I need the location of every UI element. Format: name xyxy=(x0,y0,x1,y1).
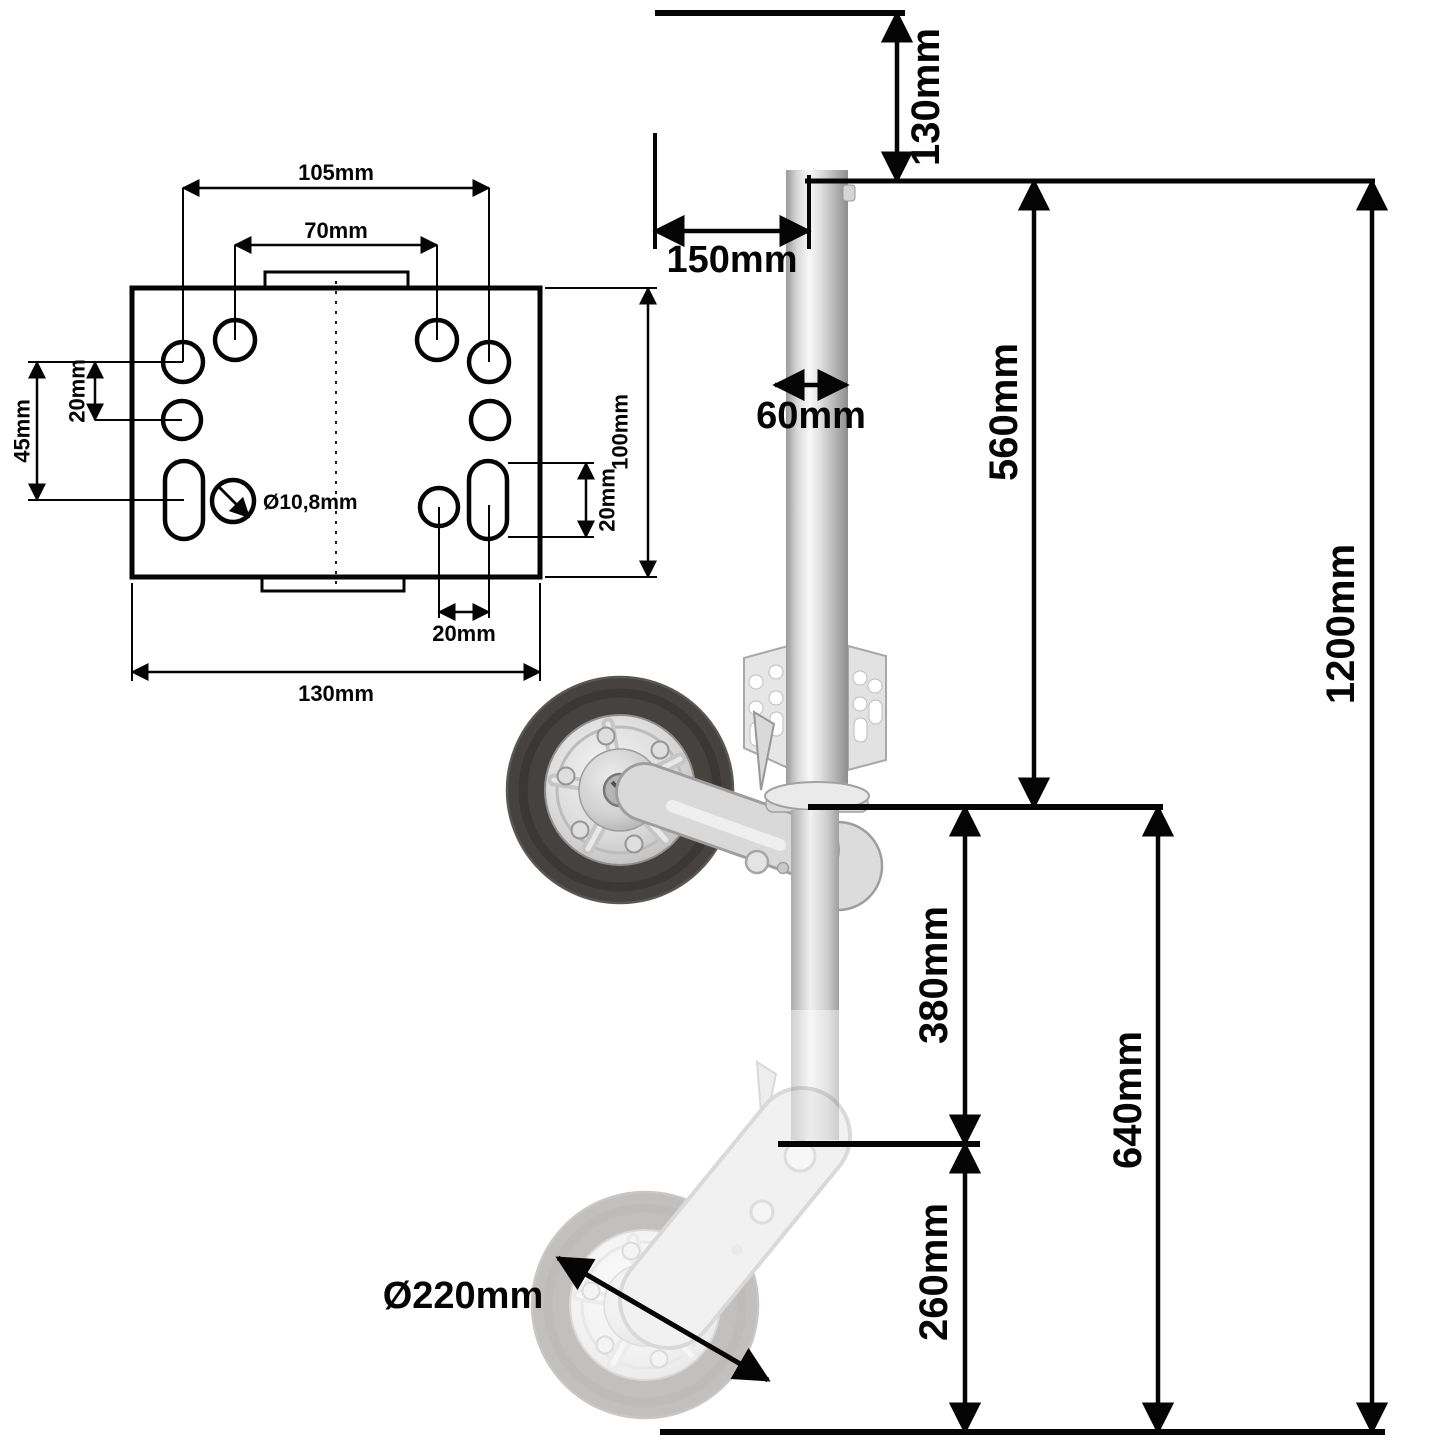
mounting-plate-diagram: 105mm 70mm 45mm 20mm Ø10,8mm 100mm 20mm … xyxy=(10,160,657,706)
label-plate-width: 130mm xyxy=(298,681,374,706)
lowered-position-ghost xyxy=(532,1060,852,1418)
dim-wheel-diameter xyxy=(555,1255,771,1383)
label-crank-height: 130mm xyxy=(904,28,948,166)
label-upper-section: 560mm xyxy=(982,343,1026,481)
label-wheel-diameter: Ø220mm xyxy=(383,1275,544,1317)
label-total-height: 1200mm xyxy=(1319,544,1363,704)
label-left-hole-offset: 20mm xyxy=(65,359,90,423)
inner-tube-fade xyxy=(789,1010,841,1142)
screw-diameter-arrow xyxy=(216,484,251,519)
label-swivel-section: 380mm xyxy=(912,906,956,1044)
plate-dimension-lines xyxy=(28,179,657,681)
tube-pin xyxy=(842,184,856,202)
label-inner-hole-spacing: 70mm xyxy=(304,218,368,243)
label-left-height: 45mm xyxy=(10,399,35,463)
clamp-latch xyxy=(752,710,776,791)
label-tube-width: 60mm xyxy=(756,395,866,437)
plate-bottom-tab xyxy=(260,577,406,593)
label-ground-section: 260mm xyxy=(912,1203,956,1341)
outer-tube xyxy=(786,170,848,810)
inner-tube xyxy=(791,810,839,1140)
label-outer-hole-spacing: 105mm xyxy=(298,160,374,185)
ghost-latch xyxy=(755,1060,778,1139)
jockey-wheel-illustration xyxy=(507,170,887,1418)
label-plate-height: 100mm xyxy=(608,394,633,470)
product-dimension-labels: 130mm 150mm 60mm 560mm 380mm 260mm 640mm… xyxy=(383,28,1363,1341)
product-dimension-lines xyxy=(555,10,1389,1435)
plate-top-tab xyxy=(263,270,410,288)
label-crank-reach: 150mm xyxy=(667,239,798,281)
label-slot-length: 20mm xyxy=(595,468,620,532)
label-hole-diameter: Ø10,8mm xyxy=(263,491,358,514)
label-lower-section: 640mm xyxy=(1106,1031,1150,1169)
label-bottom-hole-offset: 20mm xyxy=(432,621,496,646)
